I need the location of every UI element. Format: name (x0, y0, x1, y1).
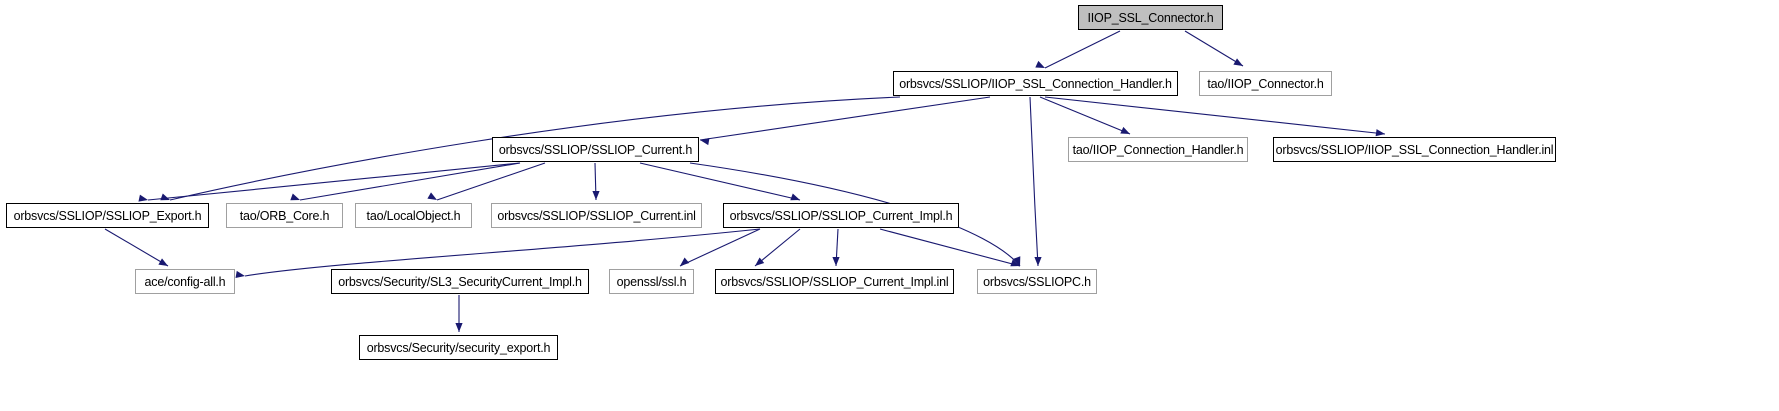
graph-edge-root-to-conn-handler (1044, 30, 1121, 69)
graph-edge-arrowhead (158, 258, 168, 266)
graph-edge-arrowhead (1013, 256, 1021, 266)
graph-node-n5[interactable]: orbsvcs/SSLIOP/IIOP_SSL_Connection_Handl… (1273, 137, 1556, 162)
graph-node-n13[interactable]: orbsvcs/Security/SL3_SecurityCurrent_Imp… (331, 269, 589, 294)
graph-edge-curimpl-to-config (244, 228, 761, 277)
graph-node-n2[interactable]: tao/IIOP_Connector.h (1199, 71, 1332, 96)
graph-edge-ch-to-tao-ch (1039, 96, 1131, 135)
graph-node-n6[interactable]: orbsvcs/SSLIOP/SSLIOP_Export.h (6, 203, 209, 228)
graph-edge-arrowhead (755, 257, 765, 266)
graph-edge-root-to-iiop-connector (1184, 30, 1244, 67)
graph-node-n9[interactable]: orbsvcs/SSLIOP/SSLIOP_Current.inl (491, 203, 702, 228)
graph-node-label: orbsvcs/SSLIOP/IIOP_SSL_Connection_Handl… (1275, 142, 1554, 157)
graph-node-n0[interactable]: IIOP_SSL_Connector.h (1078, 5, 1223, 30)
graph-node-label: orbsvcs/SSLIOP/SSLIOP_Current_Impl.h (729, 208, 953, 223)
graph-node-n15[interactable]: orbsvcs/SSLIOP/SSLIOP_Current_Impl.inl (715, 269, 954, 294)
graph-node-label: orbsvcs/Security/SL3_SecurityCurrent_Imp… (338, 274, 582, 289)
graph-edge-arrowhead (1233, 58, 1243, 66)
graph-node-n16[interactable]: orbsvcs/Security/security_export.h (359, 335, 558, 360)
graph-node-label: orbsvcs/Security/security_export.h (366, 340, 551, 355)
graph-node-label: tao/IIOP_Connector.h (1207, 76, 1324, 91)
graph-edge-curimpl-to-ssliopc (879, 228, 1021, 267)
graph-node-label: ace/config-all.h (144, 274, 226, 289)
graph-edge-arrowhead (832, 257, 840, 266)
graph-edge-arrowhead (1375, 129, 1385, 137)
graph-node-n11[interactable]: orbsvcs/SSLIOPC.h (977, 269, 1097, 294)
graph-node-label: orbsvcs/SSLIOP/SSLIOP_Current.inl (497, 208, 696, 223)
graph-edge-ch-to-export (169, 96, 901, 201)
graph-node-n7[interactable]: tao/ORB_Core.h (226, 203, 343, 228)
graph-edge-arrowhead (700, 138, 710, 146)
graph-edge-arrowhead (680, 257, 690, 266)
graph-node-n12[interactable]: ace/config-all.h (135, 269, 235, 294)
graph-node-n4[interactable]: tao/IIOP_Connection_Handler.h (1068, 137, 1248, 162)
graph-node-label: tao/IIOP_Connection_Handler.h (1072, 142, 1244, 157)
graph-node-n14[interactable]: openssl/ssl.h (609, 269, 694, 294)
graph-edge-ch-to-inl (1044, 96, 1386, 135)
graph-edge-arrowhead (1035, 60, 1045, 68)
graph-edge-curimpl-to-sl3 (754, 228, 801, 267)
graph-node-label: orbsvcs/SSLIOP/SSLIOP_Current_Impl.inl (720, 274, 949, 289)
graph-edge-arrowhead (1120, 126, 1130, 134)
graph-node-label: tao/ORB_Core.h (239, 208, 330, 223)
graph-node-label: orbsvcs/SSLIOP/IIOP_SSL_Connection_Handl… (899, 76, 1172, 91)
graph-edge-arrowhead (138, 194, 148, 202)
graph-edge-ch-to-current (699, 96, 991, 141)
graph-node-n8[interactable]: tao/LocalObject.h (355, 203, 472, 228)
graph-edge-arrowhead (427, 192, 437, 200)
graph-edge-curimpl-to-openssl (679, 228, 761, 267)
graph-edge-cur-to-export (147, 162, 521, 201)
graph-edge-arrowhead (290, 193, 300, 201)
graph-node-label: tao/LocalObject.h (366, 208, 461, 223)
graph-node-n1[interactable]: orbsvcs/SSLIOP/IIOP_SSL_Connection_Handl… (893, 71, 1178, 96)
graph-edge-arrowhead (235, 270, 245, 278)
graph-edge-arrowhead (455, 323, 463, 332)
graph-edge-arrowhead (790, 193, 800, 201)
graph-node-label: IIOP_SSL_Connector.h (1087, 10, 1214, 25)
graph-edge-cur-to-orbcore (299, 162, 521, 201)
graph-edge-cur-to-curimpl (639, 162, 801, 201)
graph-edge-arrowhead (592, 191, 600, 200)
graph-node-n3[interactable]: orbsvcs/SSLIOP/SSLIOP_Current.h (492, 137, 699, 162)
graph-edge-cur-to-localobj (436, 162, 546, 201)
graph-node-label: orbsvcs/SSLIOP/SSLIOP_Current.h (498, 142, 693, 157)
graph-edge-arrowhead (1010, 259, 1020, 267)
graph-edge-export-to-config (104, 228, 169, 267)
graph-edge-ch-to-ssliopc (1029, 96, 1039, 267)
graph-edge-arrowhead (1034, 257, 1042, 266)
graph-node-n10[interactable]: orbsvcs/SSLIOP/SSLIOP_Current_Impl.h (723, 203, 959, 228)
graph-node-label: openssl/ssl.h (616, 274, 687, 289)
graph-node-label: orbsvcs/SSLIOPC.h (983, 274, 1091, 289)
graph-node-label: orbsvcs/SSLIOP/SSLIOP_Export.h (13, 208, 202, 223)
